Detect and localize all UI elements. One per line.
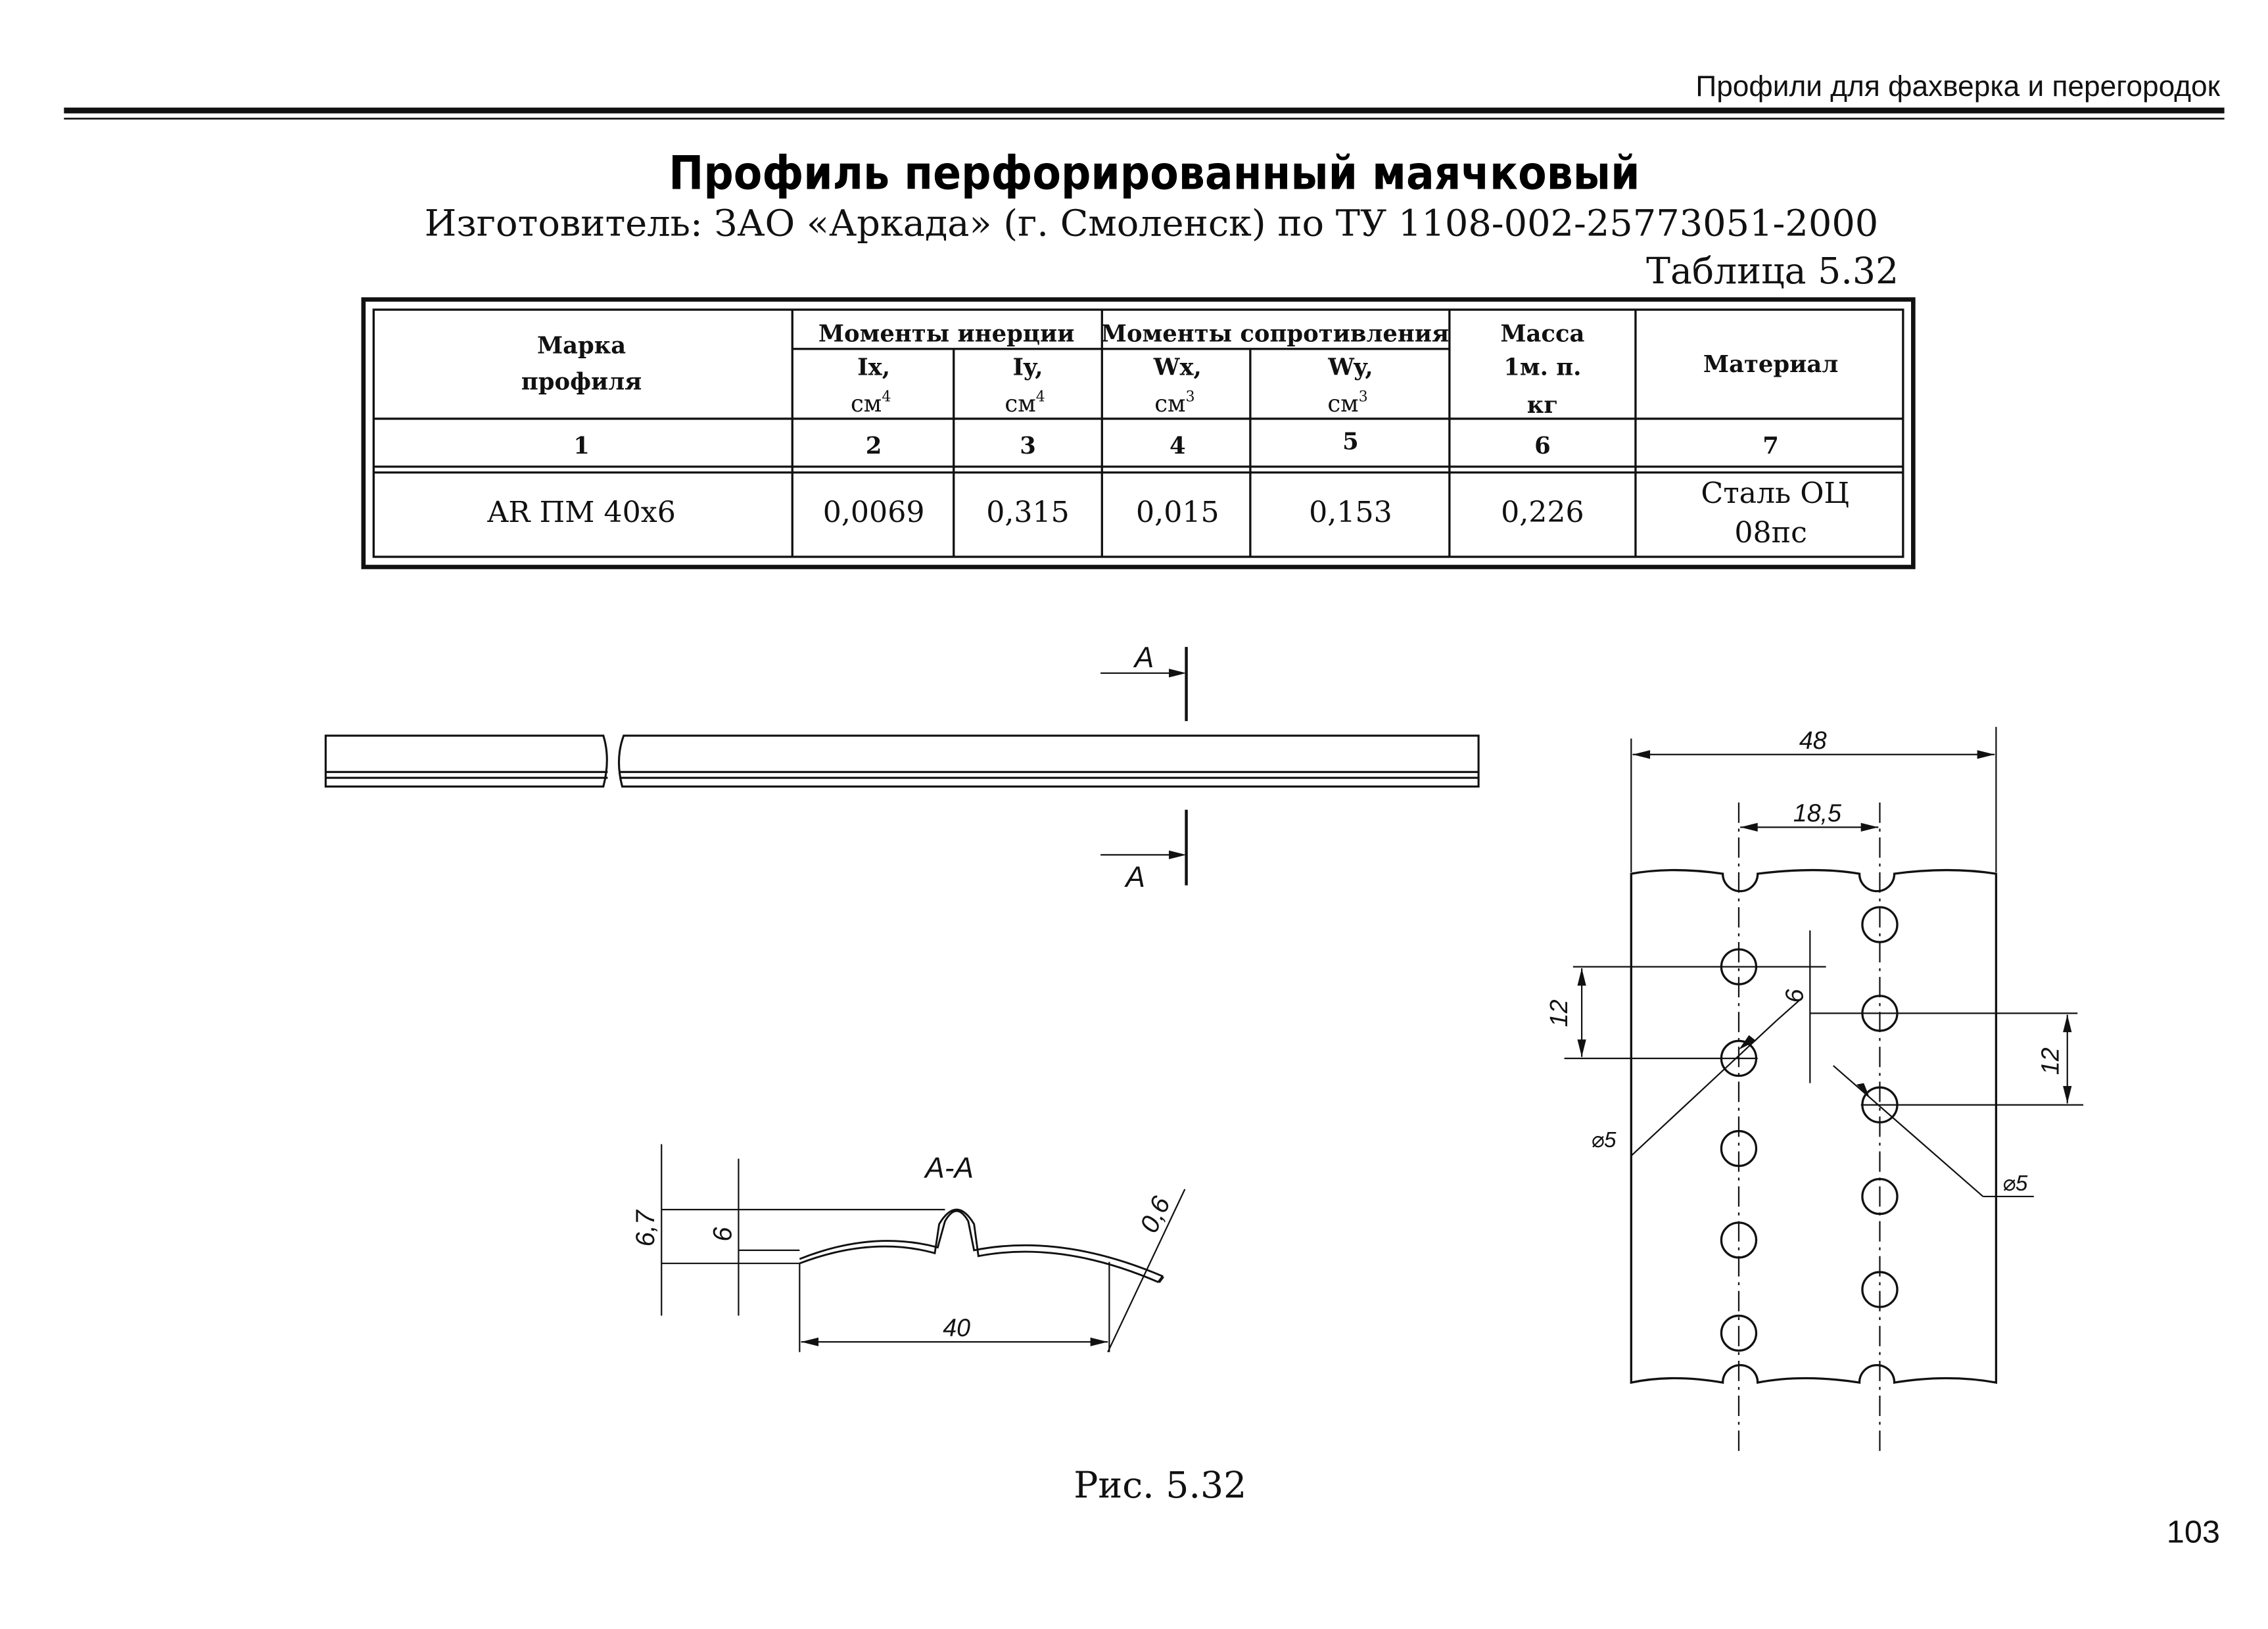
table-row: AR ПМ 40х6 0,0069 0,315 0,015 0,153 0,22… [486,477,1849,550]
dim-6-7: 6,7 [631,1209,660,1246]
dim-6-section: 6 [708,1227,737,1242]
section-aa-drawing [661,1144,1186,1353]
section-mark-bottom: А [1123,861,1145,893]
section-mark-top: А [1133,642,1154,674]
cell-material-1: Сталь ОЦ [1701,477,1849,510]
cell-wy: 0,153 [1309,496,1392,529]
perforated-strip-drawing [1630,868,1998,1384]
section-title: А-А [923,1152,974,1184]
dim-6-strip: 6 [1780,989,1808,1003]
unit-wy: см3 [1327,388,1367,417]
colnum-3: 3 [1020,433,1036,460]
header-mass-3: кг [1527,392,1558,419]
header-ix: Ix, [857,354,890,381]
unit-iy: см4 [1004,388,1045,417]
page-title: Профиль перфорированный маячковый [669,145,1640,200]
colnum-7: 7 [1762,433,1779,460]
colnum-5: 5 [1342,428,1359,455]
header-resistance: Моменты сопротивления [1101,321,1449,348]
dim-dia-left: ⌀5 [1591,1128,1617,1152]
dim-40: 40 [943,1313,970,1341]
header-material: Материал [1703,351,1838,378]
unit-wx: см3 [1154,388,1194,417]
dim-dia-right: ⌀5 [2002,1171,2028,1196]
dim-12-right: 12 [2036,1047,2064,1075]
table-header: Марка профиля Моменты инерции Моменты со… [521,321,1838,419]
header-wx: Wx, [1153,354,1202,381]
data-table [361,297,1916,569]
dim-18-5: 18,5 [1793,799,1841,826]
header-rule-thick [64,107,2225,114]
header-mark-1: Марка [537,332,626,359]
cell-mark: AR ПМ 40х6 [486,496,676,529]
unit-ix: см4 [851,388,891,417]
cell-mass: 0,226 [1501,496,1584,529]
colnum-1: 1 [573,433,590,460]
header-mass-1: Масса [1500,321,1584,348]
profile-side-view [324,647,1480,885]
header-inertia: Моменты инерции [818,321,1075,348]
cell-wx: 0,015 [1136,496,1219,529]
figure-caption: Рис. 5.32 [1074,1465,1246,1507]
column-number-row: 1 2 3 4 5 6 7 [573,428,1779,460]
manufacturer-line: Изготовитель: ЗАО «Аркада» (г. Смоленск)… [425,202,1878,245]
page-number: 103 [2167,1514,2220,1549]
cell-material-2: 08пс [1734,516,1807,550]
header-wy: Wy, [1327,354,1373,381]
header-mass-2: 1м. п. [1503,354,1581,381]
cell-iy: 0,315 [986,496,1070,529]
dim-48: 48 [1799,726,1827,754]
header-rule-thin [64,118,2225,120]
table-label: Таблица 5.32 [1646,250,1899,293]
header-mark-2: профиля [521,369,642,396]
colnum-4: 4 [1169,433,1186,460]
dim-12-left: 12 [1545,999,1572,1027]
dim-0-6: 0,6 [1135,1192,1177,1238]
colnum-2: 2 [866,433,882,460]
strip-centerlines [1737,802,1881,1454]
header-iy: Iy, [1013,354,1043,381]
strip-dimensions [1564,726,2084,1198]
running-header: Профили для фахверка и перегородок [1695,70,2220,103]
colnum-6: 6 [1534,433,1551,460]
cell-ix: 0,0069 [823,496,925,529]
